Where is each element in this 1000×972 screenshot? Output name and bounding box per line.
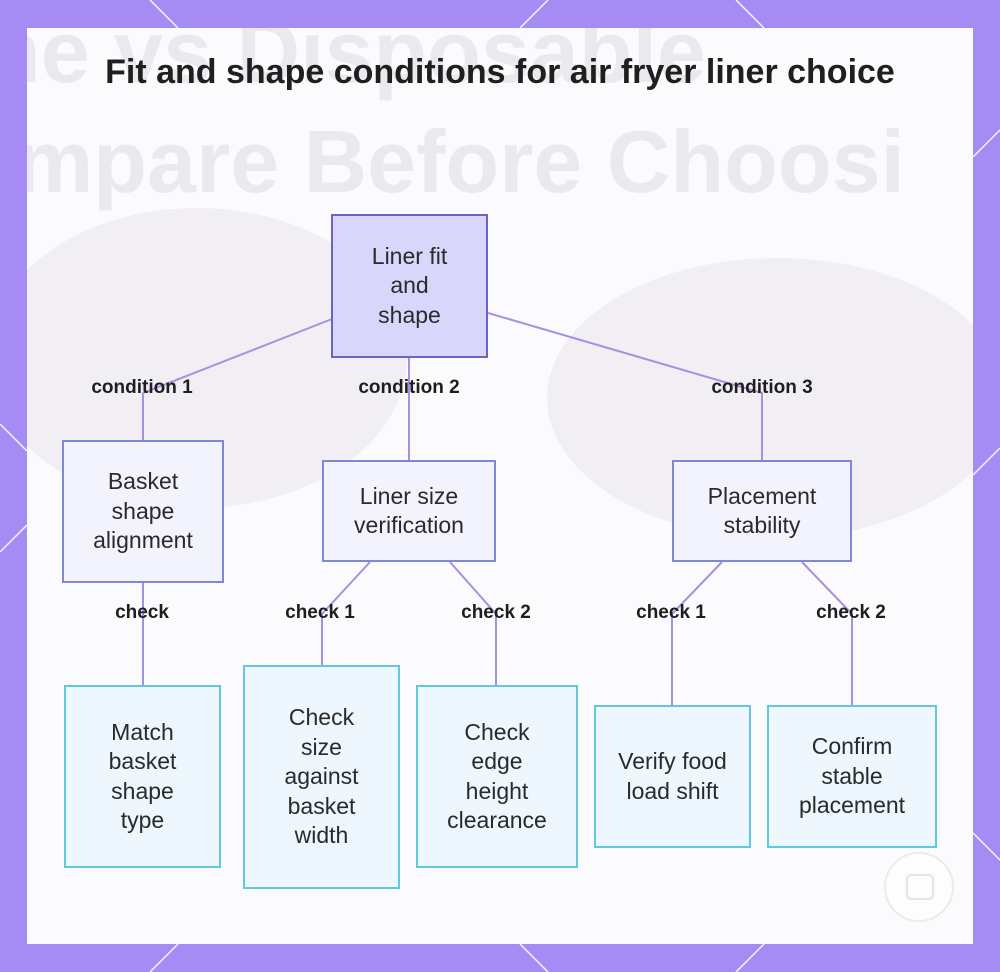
edge-label-condition-1: condition 1: [91, 377, 193, 398]
node-label: Basket shape alignment: [93, 468, 193, 554]
node-label: Liner fit and shape: [371, 242, 448, 328]
node-label: Liner size verification: [354, 482, 464, 539]
node-placement-stability: Placement stability: [672, 460, 852, 562]
edge-label-size-check-1: check 1: [285, 602, 355, 623]
edge-label-check: check: [115, 602, 169, 623]
node-basket-alignment: Basket shape alignment: [62, 440, 224, 583]
node-label: Placement stability: [707, 482, 817, 539]
watermark-text: mpare Before Choosi: [27, 112, 905, 211]
node-check-width: Check size against basket width: [243, 665, 400, 889]
edge-label-condition-3: condition 3: [711, 377, 813, 398]
edge-label-stability-check-1: check 1: [636, 602, 706, 623]
node-match-basket: Match basket shape type: [64, 685, 221, 868]
brand-logo: [884, 852, 954, 922]
watermark-text: ne vs Disposable: [27, 28, 706, 101]
node-root: Liner fit and shape: [331, 214, 488, 358]
node-check-edge: Check edge height clearance: [416, 685, 578, 868]
node-confirm-stable: Confirm stable placement: [767, 705, 937, 848]
edge-label-size-check-2: check 2: [461, 602, 531, 623]
node-size-verification: Liner size verification: [322, 460, 496, 562]
node-label: Verify food load shift: [618, 748, 727, 804]
node-label: Confirm stable placement: [798, 733, 906, 819]
logo-icon: [906, 874, 934, 900]
edge-label-condition-2: condition 2: [358, 377, 460, 398]
node-verify-food: Verify food load shift: [594, 705, 751, 848]
node-label: Check edge height clearance: [447, 718, 547, 834]
node-label: Match basket shape type: [108, 718, 177, 834]
edge-label-stability-check-2: check 2: [816, 602, 886, 623]
node-label: Check size against basket width: [284, 704, 359, 849]
diagram-title: Fit and shape conditions for air fryer l…: [105, 53, 895, 91]
